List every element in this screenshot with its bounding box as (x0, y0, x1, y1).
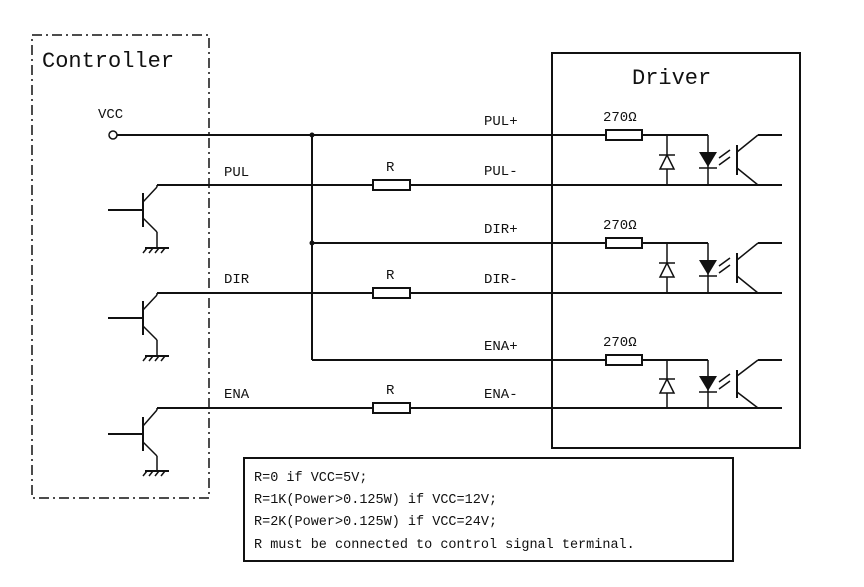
opto-channel-dir (605, 237, 782, 294)
resistor-r-label: R (386, 160, 395, 176)
note-line: R must be connected to control signal te… (254, 538, 635, 553)
resistor-r-label: R (386, 383, 395, 399)
ena-minus-label: ENA- (484, 387, 518, 403)
resistor-r-ena (372, 402, 411, 414)
pul-plus-label: PUL+ (484, 114, 518, 130)
opto-channel-ena (605, 354, 782, 409)
dir-minus-label: DIR- (484, 272, 518, 288)
vcc-label: VCC (98, 107, 123, 123)
notes-box (243, 457, 734, 562)
ena-label: ENA (224, 387, 250, 403)
note-line: R=0 if VCC=5V; (254, 471, 367, 486)
resistor-270-label: 270Ω (603, 335, 637, 351)
transistor-dir (108, 293, 169, 362)
junction-dot (309, 240, 315, 246)
opto-channel-pul (605, 129, 782, 186)
driver-title: Driver (632, 66, 711, 91)
dir-label: DIR (224, 272, 250, 288)
note-line: R=1K(Power>0.125W) if VCC=12V; (254, 493, 497, 508)
transistor-ena (108, 408, 169, 477)
resistor-270-label: 270Ω (603, 110, 637, 126)
pul-label: PUL (224, 165, 249, 181)
vcc-terminal (108, 130, 118, 140)
transistor-pul (108, 185, 169, 254)
dir-plus-label: DIR+ (484, 222, 518, 238)
controller-boundary (31, 34, 210, 499)
ena-plus-label: ENA+ (484, 339, 518, 355)
resistor-r-label: R (386, 268, 395, 284)
resistor-270-label: 270Ω (603, 218, 637, 234)
resistor-r-dir (372, 287, 411, 299)
note-line: R=2K(Power>0.125W) if VCC=24V; (254, 515, 497, 530)
pul-minus-label: PUL- (484, 164, 518, 180)
junction-dot (309, 132, 315, 138)
driver-box (551, 52, 801, 449)
resistor-r-pul (372, 179, 411, 191)
controller-title: Controller (42, 49, 174, 74)
